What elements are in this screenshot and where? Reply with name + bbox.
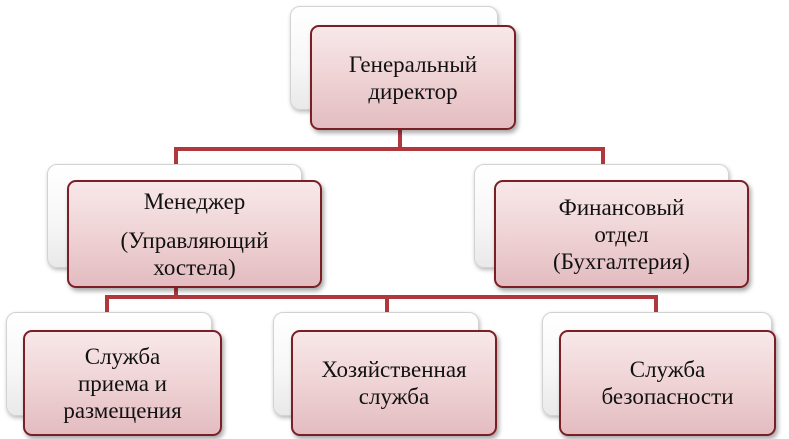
node-label: размещения: [63, 397, 182, 423]
node-manager[interactable]: Менеджер (Управляющий хостела): [47, 164, 323, 288]
node-label: директор: [368, 78, 458, 104]
node-general-director[interactable]: Генеральный директор: [290, 6, 518, 130]
node-card: Менеджер (Управляющий хостела): [67, 180, 322, 288]
node-label: Менеджер: [143, 188, 246, 214]
node-housekeeping-service[interactable]: Хозяйственная служба: [273, 312, 499, 436]
connector-level3-horizontal: [105, 295, 658, 299]
node-card: Служба приема и размещения: [23, 330, 222, 436]
node-label: (Бухгалтерия): [553, 248, 690, 274]
node-label: Служба: [629, 357, 706, 382]
node-label: Хозяйственная: [321, 357, 467, 382]
connector-manager-down: [174, 287, 178, 299]
connector-level2-horizontal: [174, 147, 605, 151]
node-card: Финансовый отдел (Бухгалтерия): [494, 180, 749, 288]
node-label: Генеральный: [348, 51, 478, 77]
node-reception-service[interactable]: Служба приема и размещения: [6, 312, 222, 436]
node-label: хостела): [153, 254, 236, 280]
node-label: отдел: [594, 221, 649, 247]
node-finance-department[interactable]: Финансовый отдел (Бухгалтерия): [474, 164, 749, 288]
node-card: Генеральный директор: [310, 25, 516, 130]
node-security-service[interactable]: Служба безопасности: [542, 312, 780, 436]
node-label: Служба: [84, 343, 161, 369]
node-label: (Управляющий: [120, 227, 269, 253]
connector-director-down: [398, 124, 402, 149]
node-label: приема и: [78, 370, 167, 396]
node-card: Служба безопасности: [559, 330, 776, 436]
node-label: служба: [358, 384, 430, 409]
node-label: Финансовый: [558, 194, 685, 220]
node-label: безопасности: [601, 384, 734, 409]
node-card: Хозяйственная служба: [291, 330, 497, 436]
